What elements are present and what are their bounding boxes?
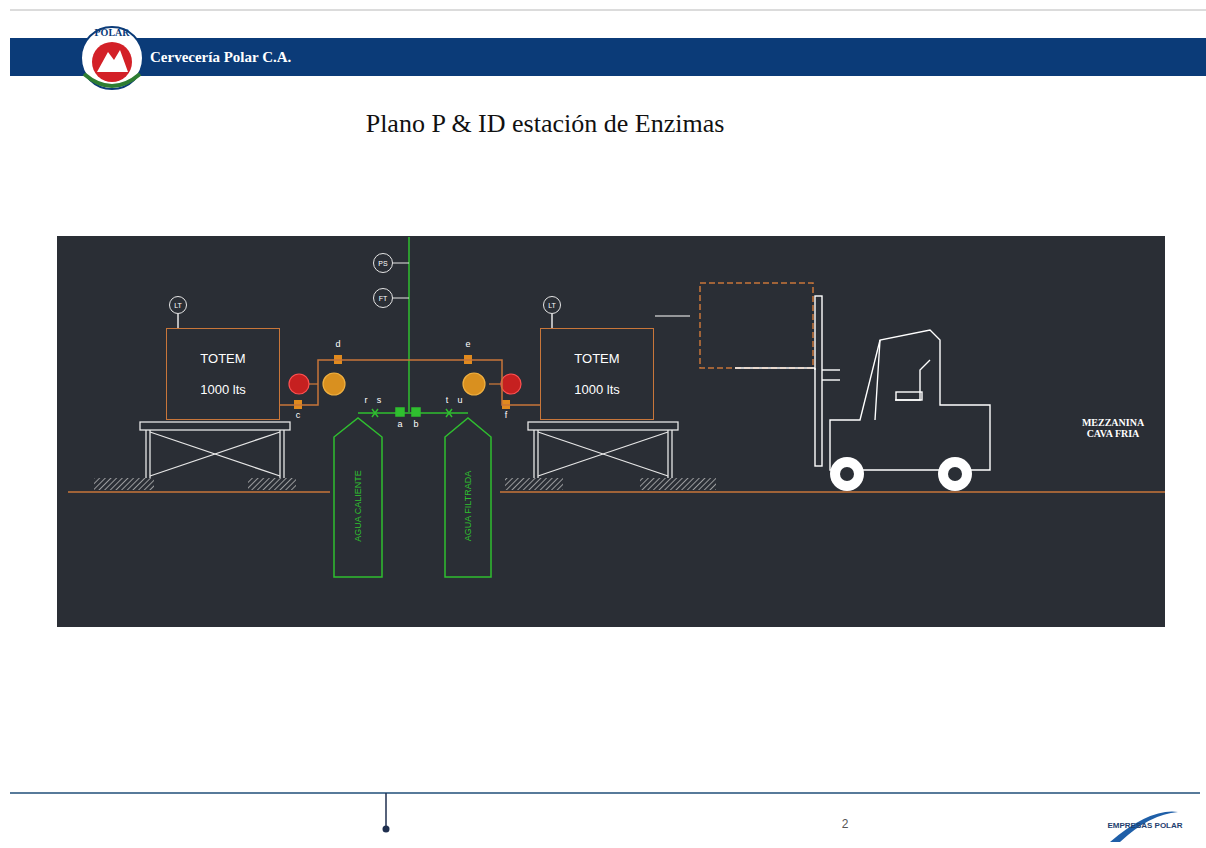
valve-letter: d xyxy=(335,340,340,350)
instrument-tap xyxy=(393,298,409,299)
floor-line xyxy=(500,491,1165,493)
valve-letter: e xyxy=(465,340,470,350)
process-pipe xyxy=(280,360,540,405)
valve-symbol xyxy=(294,355,510,409)
tank-text: 1000 lts xyxy=(200,382,246,397)
header-bar xyxy=(10,38,1206,76)
instrument-bubble: LT xyxy=(543,296,561,314)
instrument-bubble: PS xyxy=(373,253,393,273)
tank-stand xyxy=(140,422,290,478)
instrument-tag: LT xyxy=(174,302,182,309)
valve-letter: b xyxy=(413,420,418,430)
instrument-bubble: FT xyxy=(373,288,393,308)
forklift xyxy=(735,296,990,470)
pump-symbol xyxy=(289,373,521,395)
footer-rule xyxy=(10,792,1200,794)
pallet-load xyxy=(700,283,813,368)
hose-label: AGUA CALIENTE xyxy=(353,470,363,542)
valve-letter: r xyxy=(365,396,368,406)
valve-letter: f xyxy=(505,411,508,421)
footer-tick xyxy=(385,793,387,826)
instrument-tag: LT xyxy=(548,302,556,309)
hose-outline xyxy=(334,418,382,577)
instrument-stem xyxy=(551,314,553,328)
valve-letter: s xyxy=(377,396,382,406)
tank-stand xyxy=(528,422,678,478)
valve-letter: a xyxy=(397,420,402,430)
arrow-line xyxy=(655,315,690,316)
hose-label: AGUA FILTRADA xyxy=(463,470,473,540)
valve-letter: t xyxy=(446,396,449,406)
tank-box: TOTEM 1000 lts xyxy=(540,328,654,420)
valve-letter: c xyxy=(296,411,301,421)
instrument-tag: FT xyxy=(379,295,388,302)
area-label: MEZZANINA CAVA FRIA xyxy=(1068,417,1158,439)
instrument-tag: PS xyxy=(378,260,387,267)
logo-text: POLAR xyxy=(95,27,130,38)
tank-text: TOTEM xyxy=(200,351,245,366)
top-rule xyxy=(10,10,1206,11)
water-supply-hose: AGUA CALIENTE xyxy=(333,417,383,578)
forklift-wheel xyxy=(830,457,972,491)
footer-dot xyxy=(383,826,390,833)
instrument-tap xyxy=(393,263,409,264)
tank-box: TOTEM 1000 lts xyxy=(166,328,280,420)
drawing-panel xyxy=(57,236,1165,627)
floor-line xyxy=(68,491,330,493)
hose-outline xyxy=(445,418,491,577)
company-name: Cervecería Polar C.A. xyxy=(150,49,291,66)
tank-text: TOTEM xyxy=(574,351,619,366)
water-supply-hose: AGUA FILTRADA xyxy=(444,417,492,578)
footer-logo-text: EMPRESAS POLAR xyxy=(1107,822,1182,831)
tank-text: 1000 lts xyxy=(574,382,620,397)
slide-title: Plano P & ID estación de Enzimas xyxy=(366,110,725,139)
water-manifold xyxy=(358,408,468,417)
instrument-bubble: LT xyxy=(169,296,187,314)
ground-hatch xyxy=(94,478,716,490)
page-number: 2 xyxy=(842,818,849,831)
polar-logo xyxy=(81,27,143,89)
valve-letter: u xyxy=(457,396,462,406)
instrument-stem xyxy=(177,314,179,328)
